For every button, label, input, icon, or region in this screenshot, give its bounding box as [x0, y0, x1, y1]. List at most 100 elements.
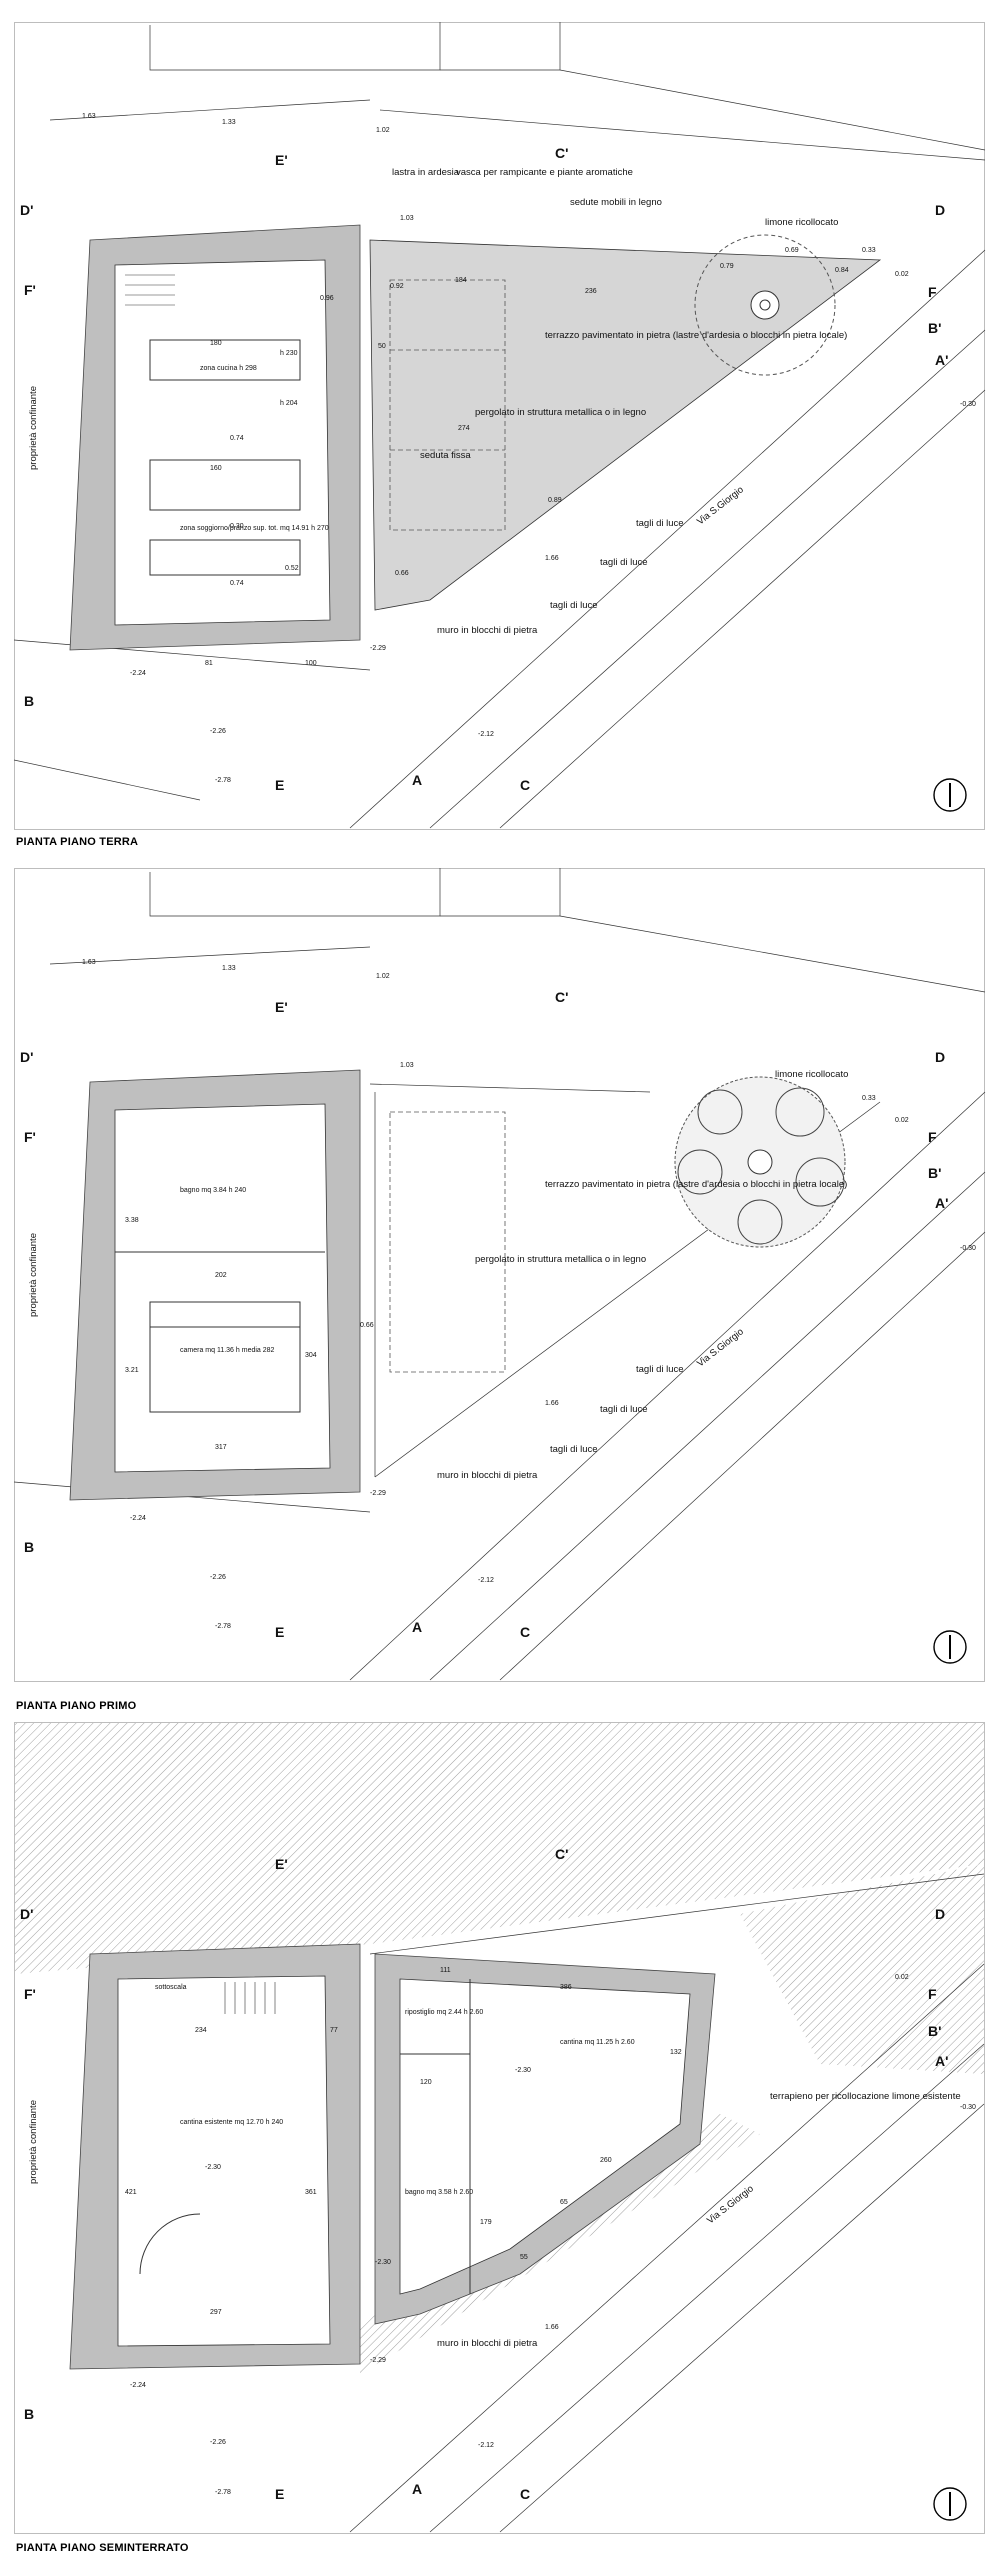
annotation-lastra: lastra in ardesia — [392, 167, 460, 178]
dimension: 0.66 — [395, 570, 409, 577]
annotation-tagli: tagli di luce — [600, 1404, 648, 1415]
annotation-pergolato: pergolato in struttura metallica o in le… — [475, 407, 646, 418]
dimension: 421 — [125, 2189, 137, 2196]
level-mark: -0.30 — [960, 1245, 976, 1252]
dimension: 0.33 — [862, 247, 876, 254]
dimension: 50 — [378, 343, 386, 350]
level-mark: -2.78 — [215, 2489, 231, 2496]
level-mark: -2.24 — [130, 2382, 146, 2389]
section-marker: D' — [20, 202, 33, 218]
room-label: zona soggiorno/pranzo sup. tot. mq 14.91… — [180, 525, 329, 532]
dimension: 0.79 — [720, 263, 734, 270]
dimension: 100 — [305, 660, 317, 667]
tree-icon — [674, 1076, 846, 1248]
level-mark: -2.12 — [478, 1577, 494, 1584]
section-marker: D' — [20, 1906, 33, 1922]
dimension: 317 — [215, 1444, 227, 1451]
level-mark: 1.02 — [376, 973, 390, 980]
annotation-terrazzo: terrazzo pavimentato in pietra (lastre d… — [545, 1179, 847, 1190]
section-marker: E' — [275, 152, 288, 168]
level-mark: -2.12 — [478, 731, 494, 738]
dimension: 236 — [585, 288, 597, 295]
dimension: 0.92 — [390, 283, 404, 290]
level-mark: -2.24 — [130, 1515, 146, 1522]
section-marker: E — [275, 777, 284, 793]
annotation-limone: limone ricollocato — [765, 217, 838, 228]
level-mark: 1.33 — [222, 965, 236, 972]
dimension: 0.33 — [862, 1095, 876, 1102]
dimension: 0.74 — [230, 580, 244, 587]
section-marker: F' — [24, 1129, 36, 1145]
section-marker: A — [412, 772, 422, 788]
annotation-vasca: vasca per rampicante e piante aromatiche — [456, 167, 633, 178]
dimension: 304 — [305, 1352, 317, 1359]
level-mark: 0.02 — [895, 1974, 909, 1981]
level-mark: -2.26 — [210, 2439, 226, 2446]
section-marker: D — [935, 202, 945, 218]
level-mark: 1.66 — [545, 555, 559, 562]
section-marker: C — [520, 1624, 530, 1640]
section-marker: B — [24, 1539, 34, 1555]
level-mark: -2.78 — [215, 1623, 231, 1630]
dimension: 77 — [330, 2027, 338, 2034]
dimension: 0.74 — [230, 435, 244, 442]
section-marker: F — [928, 1129, 937, 1145]
section-marker: F — [928, 1986, 937, 2002]
level-mark: 1.63 — [82, 113, 96, 120]
ground-floor-drawing: E' C' D' D F' F B' A' B E A C 1.63 1.33 … — [13, 22, 986, 829]
annotation-terrazzo: terrazzo pavimentato in pietra (lastre d… — [545, 330, 847, 341]
dimension: h 204 — [280, 400, 298, 407]
dimension: 0.89 — [548, 497, 562, 504]
section-marker: E' — [275, 1856, 288, 1872]
dimension: 65 — [560, 2199, 568, 2206]
dimension: 111 — [440, 1967, 451, 1974]
level-mark: 1.66 — [545, 1400, 559, 1407]
street-label: Via S.Giorgio — [705, 2183, 756, 2226]
annotation-limone: limone ricollocato — [775, 1069, 848, 1080]
plan-ground-floor: E' C' D' D F' F B' A' B E A C 1.63 1.33 … — [0, 0, 999, 850]
room-label: camera mq 11.36 h media 282 — [180, 1347, 275, 1354]
annotation-proprieta: proprietà confinante — [28, 1233, 39, 1317]
section-marker: D — [935, 1049, 945, 1065]
room-label: cantina esistente mq 12.70 h 240 — [180, 2119, 283, 2126]
level-mark: -2.30 — [205, 2164, 221, 2171]
annotation-seduta: seduta fissa — [420, 450, 471, 461]
section-marker: F' — [24, 282, 36, 298]
annotation-tagli: tagli di luce — [550, 600, 598, 611]
dimension: 179 — [480, 2219, 492, 2226]
dimension: 202 — [215, 1272, 227, 1279]
annotation-muro: muro in blocchi di pietra — [437, 625, 538, 636]
annotation-tagli: tagli di luce — [600, 557, 648, 568]
street-label: Via S.Giorgio — [695, 1326, 746, 1369]
level-mark: 1.66 — [545, 2324, 559, 2331]
level-mark: -2.12 — [478, 2442, 494, 2449]
level-mark: 0.02 — [895, 271, 909, 278]
room-label: bagno mq 3.84 h 240 — [180, 1187, 246, 1194]
dimension: h 230 — [280, 350, 298, 357]
dimension: 0.69 — [785, 247, 799, 254]
section-marker: C' — [555, 1846, 568, 1862]
annotation-tagli: tagli di luce — [636, 518, 684, 529]
section-marker: C' — [555, 145, 568, 161]
dimension: 0.66 — [360, 1322, 374, 1329]
section-marker: D' — [20, 1049, 33, 1065]
annotation-muro: muro in blocchi di pietra — [437, 2338, 538, 2349]
section-marker: E — [275, 2486, 284, 2502]
plan-title: PIANTA PIANO TERRA — [16, 836, 139, 848]
section-marker: E' — [275, 999, 288, 1015]
level-mark: -2.30 — [375, 2259, 391, 2266]
dimension: 234 — [195, 2027, 207, 2034]
dimension: 0.52 — [285, 565, 299, 572]
level-mark: -2.24 — [130, 670, 146, 677]
plan-title: PIANTA PIANO PRIMO — [16, 1700, 137, 1712]
room-label: ripostiglio mq 2.44 h 2.60 — [405, 2009, 483, 2016]
first-floor-drawing: E' C' D' D F' F B' A' B E A C 1.63 1.33 … — [13, 868, 986, 1681]
level-mark: -2.29 — [370, 645, 386, 652]
room-label: bagno mq 3.58 h 2.60 — [405, 2189, 473, 2196]
section-marker: C — [520, 2486, 530, 2502]
dimension: 1.03 — [400, 1062, 414, 1069]
annotation-sedute: sedute mobili in legno — [570, 197, 662, 208]
room-label: cantina mq 11.25 h 2.60 — [560, 2039, 635, 2046]
level-mark: 1.02 — [376, 127, 390, 134]
level-mark: 0.02 — [895, 1117, 909, 1124]
